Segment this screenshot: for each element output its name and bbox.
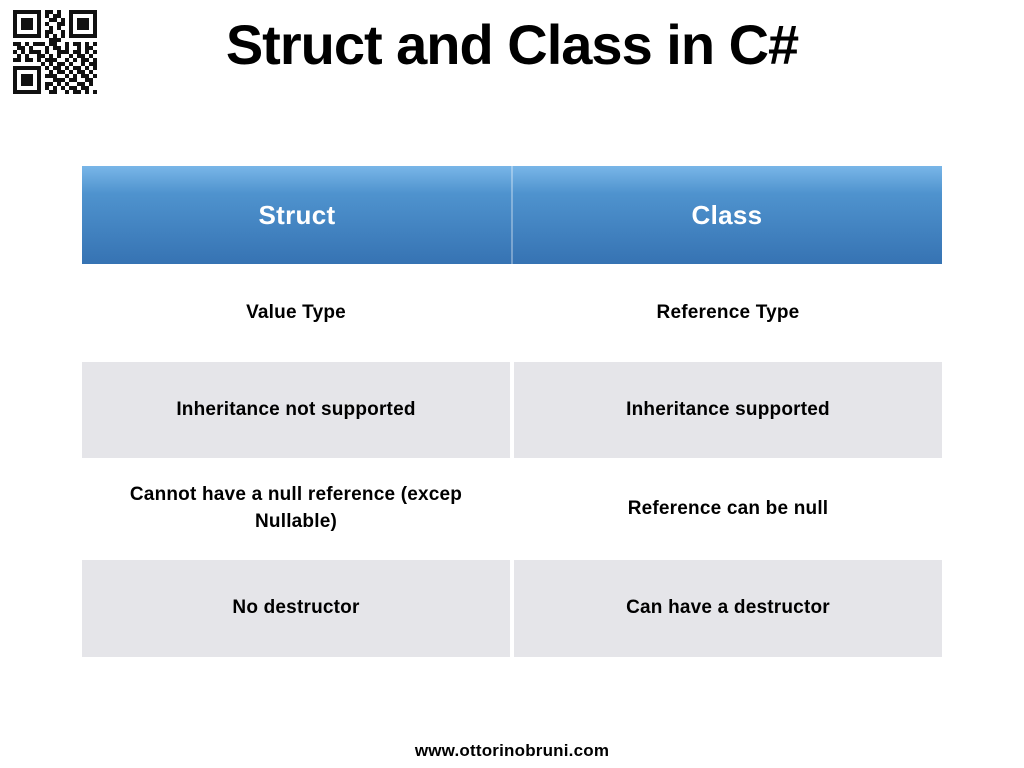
column-divider: [511, 166, 513, 264]
struct-cell-destructor: No destructor: [82, 560, 510, 657]
table-row: No destructor Can have a destructor: [82, 560, 942, 657]
class-cell-null-reference: Reference can be null: [627, 497, 829, 519]
class-cell-reference-type: Reference Type: [656, 301, 800, 323]
class-cell-destructor: Can have a destructor: [514, 560, 942, 657]
table-header-row: Struct Class: [82, 166, 942, 264]
table-header-class: Class: [691, 199, 763, 230]
table-row: Cannot have a null reference (excep Null…: [82, 458, 942, 560]
table-header-struct: Struct: [258, 199, 336, 230]
footer-url: www.ottorinobruni.com: [414, 741, 610, 760]
comparison-table: Struct Class Value Type Reference Type I…: [82, 166, 942, 657]
qr-code: [11, 8, 99, 96]
table-row: Value Type Reference Type: [82, 264, 942, 362]
table-row: Inheritance not supported Inheritance su…: [82, 362, 942, 458]
struct-cell-value-type: Value Type: [246, 301, 346, 323]
struct-cell-null-reference: Cannot have a null reference (excep Null…: [129, 484, 463, 532]
class-cell-inheritance: Inheritance supported: [514, 362, 942, 458]
struct-cell-inheritance: Inheritance not supported: [82, 362, 510, 458]
page-title: Struct and Class in C#: [225, 13, 799, 76]
